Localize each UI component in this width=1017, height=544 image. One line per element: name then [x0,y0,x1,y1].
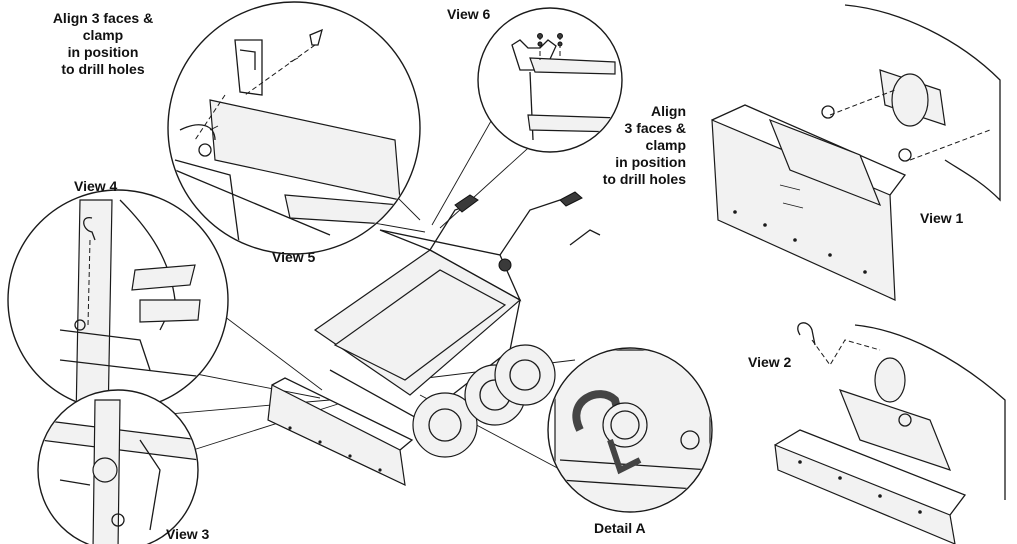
detail-a-label: Detail A [594,520,646,536]
wheels [412,344,556,458]
align-right-line-5: to drill holes [602,171,686,187]
align-right-line-4: in position [615,154,686,170]
align-left-line-2: clamp [82,27,124,43]
align-right-line-1: Align [651,103,686,119]
align-left-line-4: to drill holes [61,61,145,77]
view3-label: View 3 [166,526,210,542]
detailA-circle [547,347,713,513]
view6-circle [477,7,623,153]
view1-drawing [711,4,1001,301]
view5-label: View 5 [272,249,316,265]
view5-circle [167,1,421,255]
view4-label: View 4 [74,178,118,194]
align-right-line-2: 3 faces & [624,120,686,136]
align-note-right: Align 3 faces & clamp in position to dri… [560,103,686,188]
align-note-left: Align 3 faces & clamp in position to dri… [18,10,188,78]
power-barrow-machine [267,191,601,487]
view6-label: View 6 [447,6,491,22]
align-left-line-3: in position [67,44,139,60]
view1-label: View 1 [920,210,964,226]
align-left-line-1: Align 3 faces & [52,10,154,26]
view2-label: View 2 [748,354,792,370]
align-right-line-3: clamp [645,137,686,153]
view2-drawing [774,322,1006,544]
view4-circle [7,189,229,411]
